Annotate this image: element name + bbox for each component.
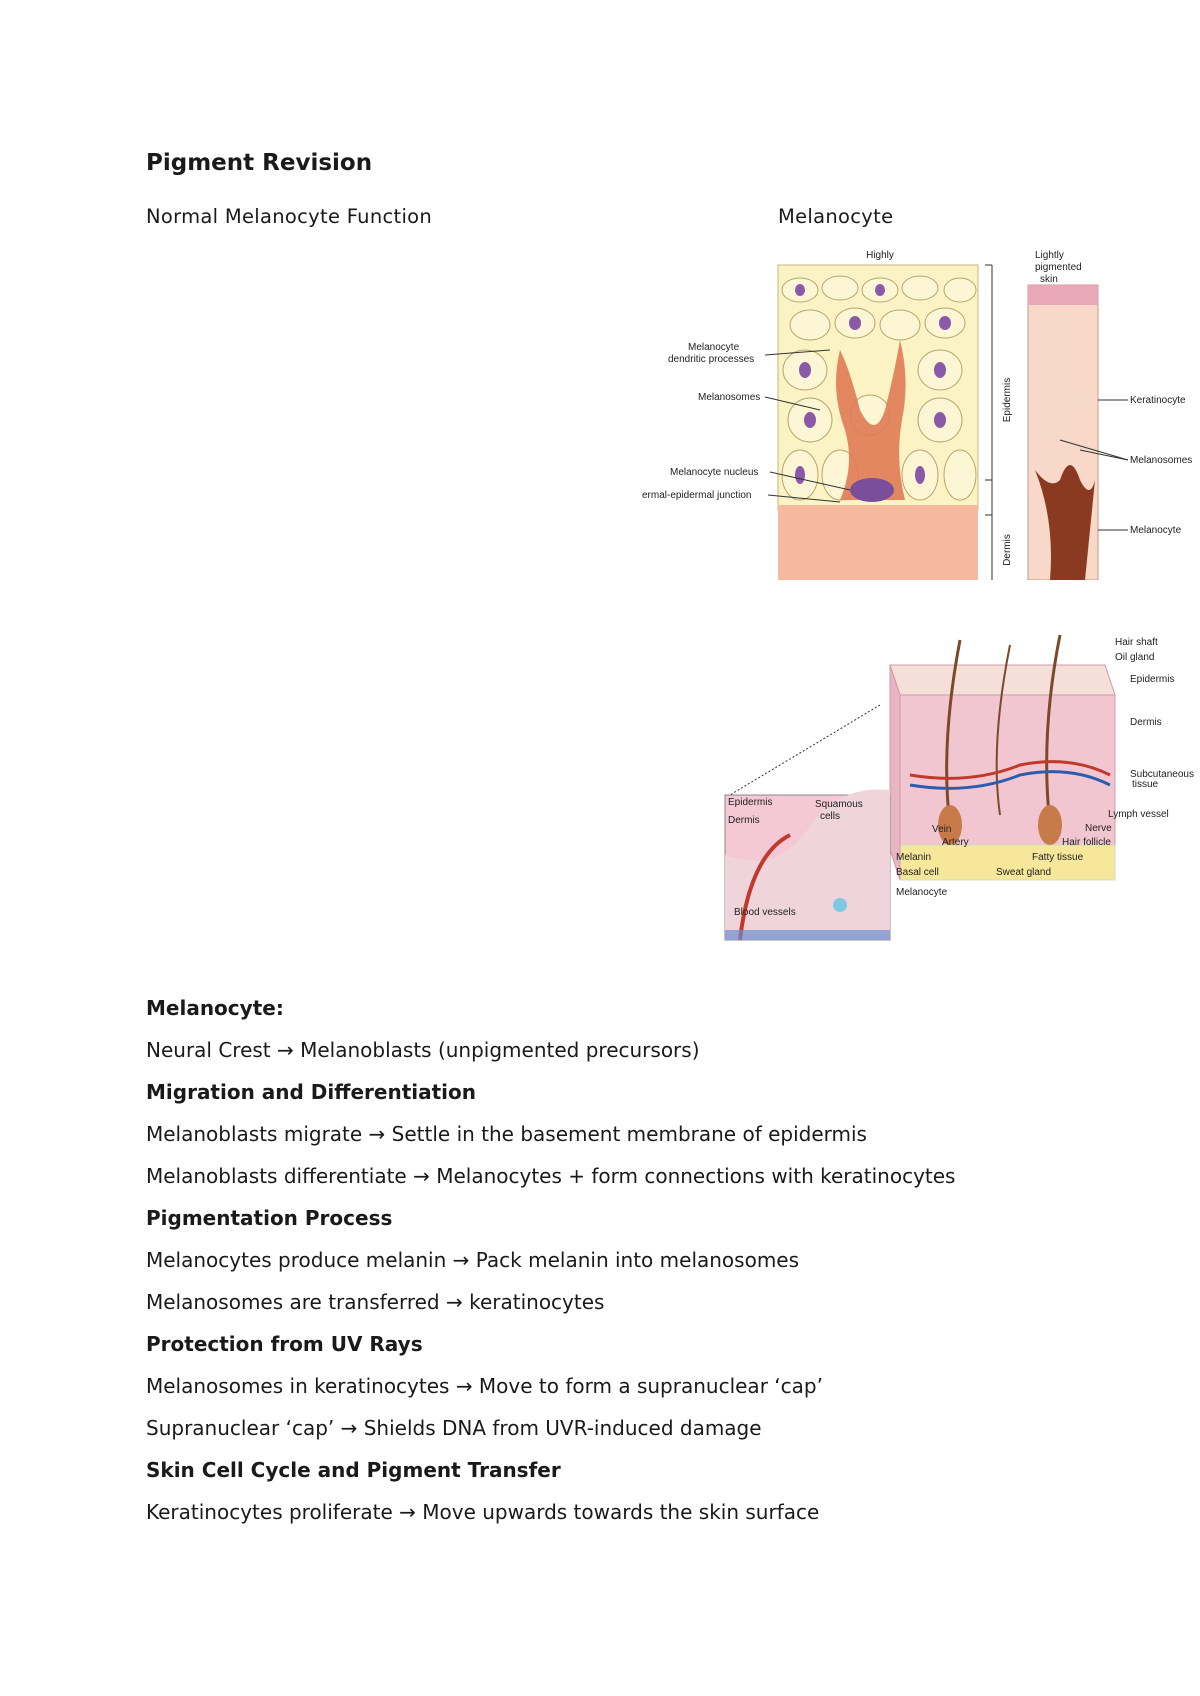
nucleus-label: Melanocyte nucleus <box>670 467 758 478</box>
vein-label: Vein <box>932 824 951 835</box>
epidermis-label: Epidermis <box>1002 378 1013 422</box>
para-differentiate: Melanoblasts differentiate → Melanocytes… <box>146 1164 956 1188</box>
heading-melanocyte: Melanocyte: <box>146 996 284 1020</box>
hair-follicle-label: Hair follicle <box>1062 837 1111 848</box>
para-transferred: Melanosomes are transferred → keratinocy… <box>146 1290 605 1314</box>
heading-migration: Migration and Differentiation <box>146 1080 476 1104</box>
fatty-label: Fatty tissue <box>1032 852 1084 863</box>
inset-epidermis-label: Epidermis <box>728 797 772 808</box>
subcutaneous-label-1: Subcutaneous <box>1130 769 1194 780</box>
content-body: Melanocyte: Neural Crest → Melanoblasts … <box>146 994 1146 1540</box>
melanin-label: Melanin <box>896 852 931 863</box>
lightly-label-2: pigmented <box>1035 262 1082 273</box>
inset-melanocyte-label: Melanocyte <box>896 887 948 898</box>
section-heading-left: Normal Melanocyte Function <box>146 205 433 228</box>
para-cap: Melanosomes in keratinocytes → Move to f… <box>146 1374 823 1398</box>
keratinocyte-label: Keratinocyte <box>1130 395 1186 406</box>
artery-label: Artery <box>942 837 969 848</box>
blood-vessels-label: Blood vessels <box>734 907 796 918</box>
melanocyte-epidermis-figure: Epidermis Dermis Highly Lightly pigmente… <box>640 250 1200 580</box>
page-title: Pigment Revision <box>146 150 373 176</box>
para-neural-crest: Neural Crest → Melanoblasts (unpigmented… <box>146 1038 700 1062</box>
dermis-label: Dermis <box>1002 534 1013 566</box>
para-proliferate: Keratinocytes proliferate → Move upwards… <box>146 1500 820 1524</box>
para-produce-melanin: Melanocytes produce melanin → Pack melan… <box>146 1248 800 1272</box>
oil-gland-label: Oil gland <box>1115 652 1154 663</box>
dendritic-label-1: Melanocyte <box>688 342 740 353</box>
melanosomes-label: Melanosomes <box>698 392 760 403</box>
melanosomes-right-label: Melanosomes <box>1130 455 1192 466</box>
heading-uv: Protection from UV Rays <box>146 1332 423 1356</box>
sweat-label: Sweat gland <box>996 867 1051 878</box>
skin-section-figure: Hair shaft Oil gland Epidermis Dermis Su… <box>720 625 1200 950</box>
lightly-label-3: skin <box>1040 274 1058 285</box>
squamous-label-1: Squamous <box>815 799 863 810</box>
hair-shaft-label: Hair shaft <box>1115 637 1158 648</box>
inset-dermis-label: Dermis <box>728 815 760 826</box>
section-heading-right: Melanocyte <box>778 205 894 228</box>
squamous-label-2: cells <box>820 811 840 822</box>
nerve-label: Nerve <box>1085 823 1112 834</box>
melanocyte-right-label: Melanocyte <box>1130 525 1182 536</box>
junction-label: ermal-epidermal junction <box>642 490 752 501</box>
para-shields: Supranuclear ‘cap’ → Shields DNA from UV… <box>146 1416 762 1440</box>
highly-pigmented-label: Highly <box>866 250 894 261</box>
subcutaneous-label-2: tissue <box>1132 779 1159 790</box>
heading-cell-cycle: Skin Cell Cycle and Pigment Transfer <box>146 1458 561 1482</box>
lightly-label-1: Lightly <box>1035 250 1064 261</box>
heading-pigmentation: Pigmentation Process <box>146 1206 393 1230</box>
dendritic-label-2: dendritic processes <box>668 354 754 365</box>
epidermis-2-label: Epidermis <box>1130 674 1174 685</box>
basal-label: Basal cell <box>896 867 939 878</box>
lymph-label: Lymph vessel <box>1108 809 1169 820</box>
dermis-2-label: Dermis <box>1130 717 1162 728</box>
para-migrate: Melanoblasts migrate → Settle in the bas… <box>146 1122 867 1146</box>
